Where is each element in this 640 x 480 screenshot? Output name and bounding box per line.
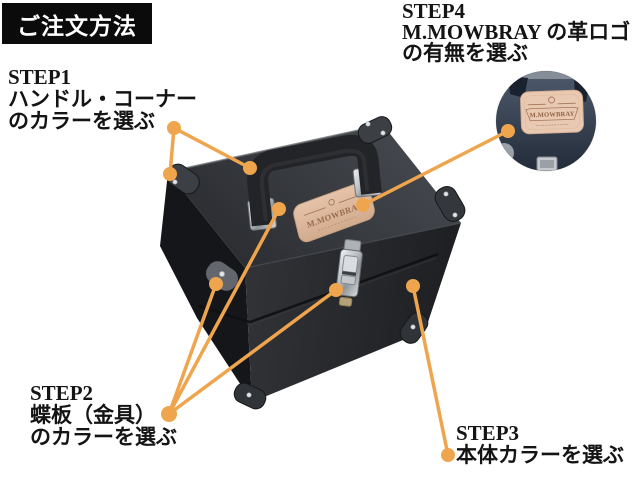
inset-circle-rim [495,70,597,172]
case-lid-body-seam [197,252,439,324]
case-back-edge-highlight [167,124,384,173]
step2-line1: 蝶板（金具） [30,403,156,427]
inset-glare [496,143,514,163]
clasp-latch [335,239,363,307]
step1-line1: ハンドル・コーナー [8,87,197,111]
step3-line1: 本体カラーを選ぶ [456,443,624,467]
step2-heading: STEP2 [30,381,94,405]
step4-line2: の有無を選ぶ [402,41,528,65]
step4-line1: M.MOWBRAY の革ロゴ [402,20,631,44]
handle-grip [247,134,382,227]
dot-step2-label [161,406,177,422]
dot-inset-edge [501,124,515,138]
dot-clasp [329,283,343,297]
corner-protector-right [434,186,466,222]
case-left-face [160,172,252,402]
case-handle [247,134,382,231]
annotation-dots [161,121,515,462]
handle-sheen [259,148,370,222]
connector-step2-corner [167,282,218,416]
step3-heading: STEP3 [456,421,520,445]
annotation-connectors [167,126,510,457]
step4-label: STEP4 M.MOWBRAY の革ロゴ の有無を選ぶ [402,1,630,64]
step4-heading: STEP4 [402,0,466,23]
logo-zoom-inset: M.MOWBRAY [495,70,597,172]
step2-line2: のカラーを選ぶ [30,425,177,449]
step2-label: STEP2 蝶板（金具） のカラーを選ぶ [30,382,177,448]
dot-body-panel [406,279,420,293]
inset-ribbon [525,106,579,122]
connector-step1-corner [168,126,176,176]
dot-logo-patch [356,198,370,212]
case-front-face [245,223,461,402]
dot-step1-label [167,121,181,135]
cosmetic-case: M.MOWBRAY [160,116,466,410]
connector-step2-clasp [167,288,338,416]
dot-corner-front-left [209,277,223,291]
case-top-face [168,125,461,268]
dot-handle-top [243,161,257,175]
clasp-catch [338,296,353,307]
title-badge: ご注文方法 [2,3,152,44]
inset-crest-icon [548,96,556,104]
inset-logo-text: M.MOWBRAY [529,111,574,120]
step3-label: STEP3 本体カラーを選ぶ [456,422,624,466]
connector-step3-body [411,284,450,457]
inset-metal-rim [496,71,596,79]
corner-rivets [172,121,458,398]
step1-label: STEP1 ハンドル・コーナー のカラーを選ぶ [8,66,197,132]
dot-corner-back-left [163,167,177,181]
step1-heading: STEP1 [8,65,72,89]
dot-handle-bracket [272,202,286,216]
inset-leather-patch: M.MOWBRAY [520,89,584,135]
step1-line2: のカラーを選ぶ [8,109,155,133]
connector-step2-bracket [167,207,281,416]
connector-step4-inset [361,129,510,207]
leather-logo-patch: M.MOWBRAY [293,181,375,243]
patch-crest-icon [328,198,335,206]
connector-step1-handle [172,126,252,170]
dot-step3-label [441,448,455,462]
